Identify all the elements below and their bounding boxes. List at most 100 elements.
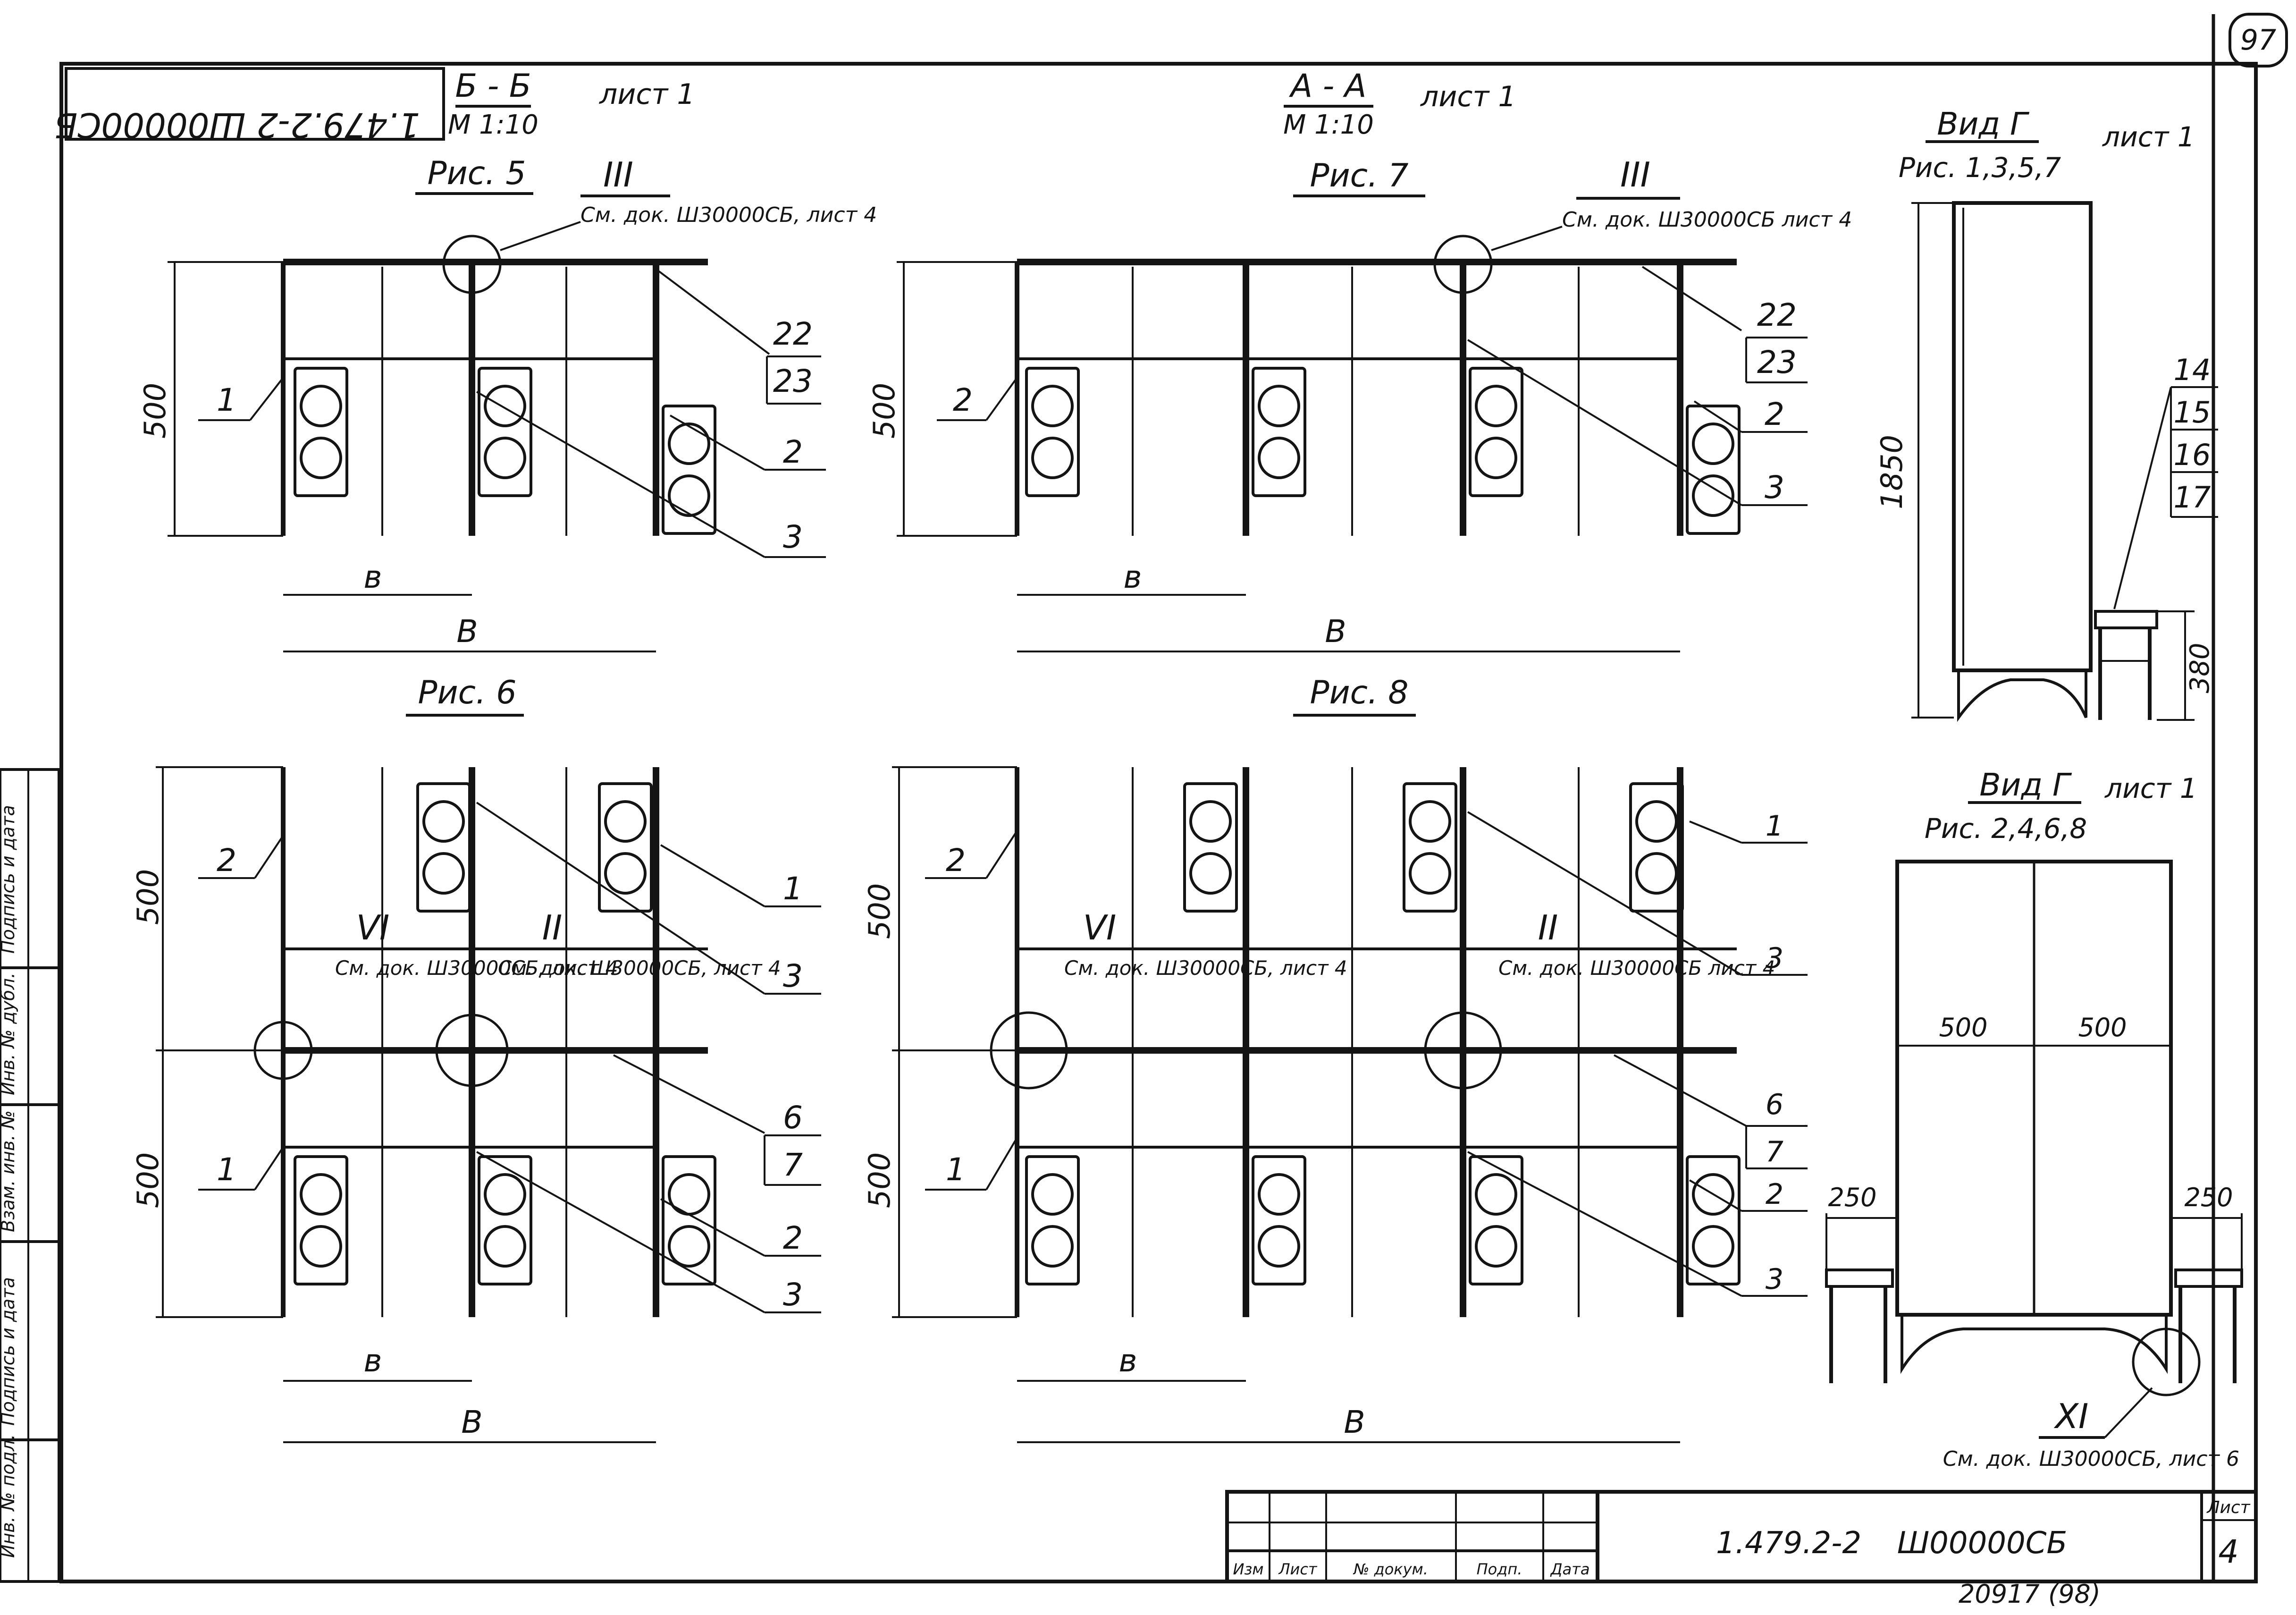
view-bottom-width-right: 500	[2078, 1013, 2127, 1042]
fig6-dim-small: в	[364, 1343, 382, 1379]
fig7-dim-height: 500	[867, 383, 901, 439]
fig7-caption: Рис. 7	[1310, 157, 1408, 194]
view-top-label-15: 15	[2174, 395, 2211, 430]
tb-sheet-no: 4	[2218, 1533, 2238, 1571]
section-aa-heading: А - А М 1:10 лист 1	[1283, 68, 1516, 140]
fig5-label-3: 3	[783, 519, 803, 555]
fig5-ref: См. док. Ш30000СБ, лист 4	[580, 203, 877, 227]
fig5-label-2: 2	[783, 434, 803, 470]
view-top-sheet: лист 1	[2102, 121, 2195, 153]
fig8-label-3b: 3	[1766, 1263, 1783, 1296]
fig7-node-label: III	[1620, 155, 1650, 194]
fig5-node-label: III	[603, 155, 633, 194]
fig6-node-b: II	[542, 908, 562, 947]
tb-sheet-label: Лист	[2206, 1498, 2250, 1517]
figure-6: Рис. 6 VI См. док. Ш30000СБ, лист 4 II С…	[131, 674, 821, 1443]
fig8-node-a: VI	[1083, 908, 1117, 947]
fig6-dim-big: В	[461, 1404, 482, 1440]
fig6-label-3a: 3	[783, 958, 803, 994]
view-bottom-width-left: 500	[1939, 1013, 1987, 1042]
side-stamp-sign-1: Подпись и дата	[0, 1277, 18, 1426]
fig8-ref-b: См. док. Ш30000СБ лист 4	[1498, 956, 1775, 980]
fig8-label-7: 7	[1766, 1135, 1783, 1168]
view-top-label-14: 14	[2174, 353, 2211, 387]
fig8-dim-small: в	[1119, 1343, 1137, 1379]
view-bottom-figs: Рис. 2,4,6,8	[1925, 812, 2087, 845]
fig6-dim-height-top: 500	[131, 869, 165, 925]
fig7-dim-big: В	[1325, 613, 1346, 650]
section-aa-scale: М 1:10	[1283, 110, 1374, 140]
view-bottom-title: Вид Г	[1979, 767, 2072, 803]
view-bottom-stool-right: 250	[2184, 1183, 2233, 1212]
title-block: Изм Лист № докум. Подп. Дата 1.479.2-2 Ш…	[1225, 1490, 2258, 1583]
view-top-dim-stool: 380	[2185, 643, 2215, 693]
sheet-frame	[59, 62, 2258, 1583]
tb-header-podp: Подп.	[1477, 1560, 1522, 1578]
fig8-ref-a: См. док. Ш30000СБ, лист 4	[1064, 956, 1347, 980]
fig8-label-6: 6	[1766, 1088, 1783, 1121]
top-stamp-text: 1.479.2-2 Ш00000СБ	[54, 105, 420, 145]
fig6-ref-a: См. док. Ш30000СБ, лист 4	[335, 956, 618, 980]
fig7-label-23: 23	[1757, 344, 1797, 380]
view-bottom-stool-left: 250	[1828, 1183, 1876, 1212]
fig6-ref-b: См. док. Ш30000СБ, лист 4	[498, 956, 781, 980]
side-stamp-inv-dubl: Инв. № дубл.	[0, 972, 18, 1095]
view-bottom-node: XI	[2053, 1396, 2089, 1436]
fig6-label-2a: 2	[217, 842, 236, 879]
tb-header-data: Дата	[1550, 1560, 1590, 1578]
tb-header-list: Лист	[1278, 1560, 1317, 1578]
side-stamp-vzam: Взам. инв. №	[0, 1110, 18, 1232]
fig5-label-23: 23	[773, 363, 813, 399]
view-top-dim-height: 1850	[1875, 435, 1909, 509]
tb-header-izm: Изм	[1233, 1560, 1263, 1578]
section-bb-heading: Б - Б М 1:10 лист 1	[448, 68, 695, 140]
footer-inv: 20917	[1959, 1579, 2040, 1609]
fig5-dim-small: в	[364, 559, 382, 595]
fig8-label-3a: 3	[1766, 942, 1783, 975]
fig8-dim-height-bottom: 500	[862, 1152, 897, 1208]
view-top-title: Вид Г	[1937, 106, 2030, 142]
fig6-label-3b: 3	[783, 1277, 803, 1313]
fig8-label-2b: 2	[1766, 1178, 1783, 1211]
fig7-label-22: 22	[1757, 297, 1797, 333]
fig6-node-a: VI	[356, 908, 390, 947]
side-stamp-sign-2: Подпись и дата	[0, 805, 18, 954]
fig6-label-7: 7	[783, 1147, 803, 1183]
view-top-figs: Рис. 1,3,5,7	[1899, 152, 2061, 184]
figure-5: Рис. 5 III См. док. Ш30000СБ, лист 4 500…	[138, 155, 877, 652]
fig6-label-2b: 2	[783, 1220, 803, 1256]
fig8-label-2a: 2	[946, 842, 966, 879]
fig7-label-2b: 2	[1765, 396, 1784, 432]
fig5-caption: Рис. 5	[427, 155, 526, 192]
fig7-ref: См. док. Ш30000СБ лист 4	[1562, 208, 1852, 232]
side-stamp-inv-podl: Инв. № подл.	[0, 1434, 18, 1558]
fig6-label-6: 6	[783, 1099, 803, 1136]
tb-header-doc: № докум.	[1353, 1560, 1428, 1578]
section-bb-title: Б - Б	[455, 68, 531, 105]
fig6-caption: Рис. 6	[418, 674, 516, 711]
footer-page: (98)	[2048, 1579, 2101, 1609]
fig6-label-1a: 1	[783, 871, 803, 907]
fig6-dim-height-bottom: 500	[131, 1152, 165, 1208]
fig5-dim-height: 500	[138, 383, 172, 439]
fig7-label-2a: 2	[953, 382, 973, 418]
fig8-dim-big: В	[1344, 1404, 1365, 1440]
top-stamp: 1.479.2-2 Ш00000СБ	[54, 67, 445, 145]
page-number: 97	[2240, 24, 2276, 57]
tb-doc: Ш00000СБ	[1897, 1526, 2068, 1561]
section-aa-sheet: лист 1	[1420, 80, 1516, 113]
fig8-label-1b: 1	[946, 1151, 966, 1188]
fig8-node-b: II	[1538, 908, 1558, 947]
fig8-caption: Рис. 8	[1310, 674, 1408, 711]
fig8-dim-height-top: 500	[862, 883, 897, 939]
view-top-label-17: 17	[2174, 480, 2211, 515]
fig5-dim-big: В	[456, 613, 478, 650]
view-bottom-heading: Вид Г лист 1 Рис. 2,4,6,8	[1925, 767, 2197, 845]
view-bottom-drawing: 500 500 250 250 XI См. док. Ш30000СБ, ли…	[1825, 860, 2243, 1471]
section-aa-title: А - А	[1289, 68, 1367, 105]
view-bottom-ref: См. док. Ш30000СБ, лист 6	[1943, 1447, 2239, 1471]
fig8-label-1a: 1	[1766, 810, 1783, 843]
section-bb-sheet: лист 1	[599, 78, 695, 111]
fig7-label-3: 3	[1765, 469, 1784, 506]
